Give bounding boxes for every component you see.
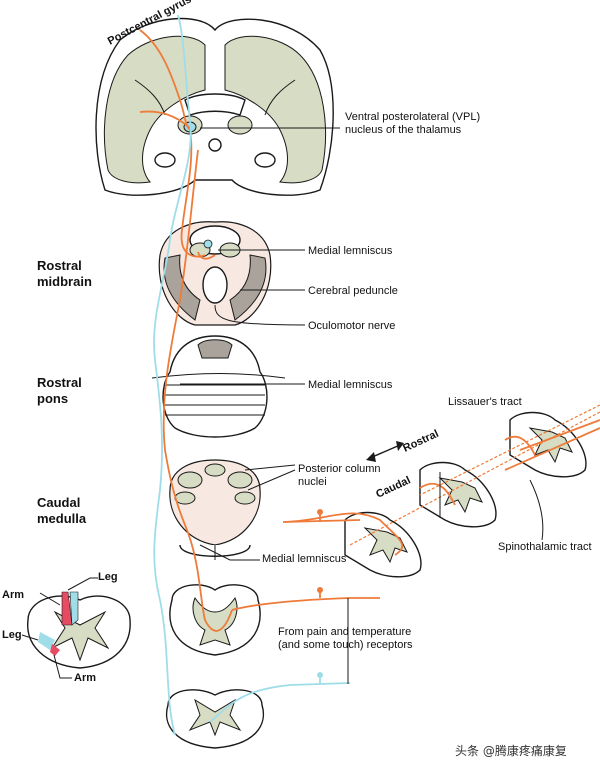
arm-bottom-label: Arm [74, 672, 96, 684]
caudal-medulla-section [169, 459, 261, 560]
cerebral-peduncle-label: Cerebral peduncle [308, 285, 398, 297]
ascending-pathways [139, 14, 380, 736]
coronal-brain-section [95, 17, 334, 196]
receptors-label-line2: (and some touch) receptors [278, 639, 413, 651]
rostral-pons-section [151, 335, 286, 438]
caudal-medulla-title-2: medulla [37, 511, 87, 526]
leg-side-label: Leg [2, 629, 22, 641]
leg-top-label: Leg [98, 571, 118, 583]
vpl-label-line1: Ventral posterolateral (VPL) [345, 111, 480, 123]
leader-lines [21, 127, 340, 679]
rostral-midbrain-title-1: Rostral [37, 258, 82, 273]
lissauers-tract-label: Lissauer's tract [448, 396, 522, 408]
cervical-cord-section [169, 584, 261, 656]
caudal-label: Caudal [374, 474, 412, 500]
posterior-column-label-line1: Posterior column [298, 463, 381, 475]
caudal-medulla-title-1: Caudal [37, 495, 80, 510]
receptors-label-line1: From pain and temperature [278, 626, 411, 638]
medial-lemniscus-medulla-label: Medial lemniscus [262, 553, 347, 565]
medial-lemniscus-midbrain-label: Medial lemniscus [308, 245, 393, 257]
oculomotor-nerve-label: Oculomotor nerve [308, 320, 395, 332]
rostral-label: Rostral [401, 428, 440, 455]
lumbar-cord-section [166, 689, 264, 749]
rostral-pons-title-2: pons [37, 391, 68, 406]
spinal-segments-oblique [284, 404, 600, 578]
rostral-pons-title-1: Rostral [37, 375, 82, 390]
posterior-column-label-line2: nuclei [298, 476, 327, 488]
vpl-label-line2: nucleus of the thalamus [345, 124, 462, 136]
arm-top-label: Arm [2, 589, 24, 601]
rostral-midbrain-title-2: midbrain [37, 274, 92, 289]
somatotopy-cord-section [27, 591, 131, 669]
medial-lemniscus-pons-label: Medial lemniscus [308, 379, 393, 391]
watermark-text: 头条 @腾康疼痛康复 [455, 743, 567, 758]
spinothalamic-tract-label: Spinothalamic tract [498, 541, 592, 553]
